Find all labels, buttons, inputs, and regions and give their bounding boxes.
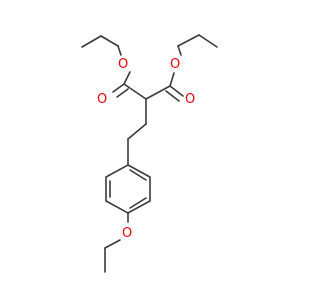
bond-right-ethyl-ch2 — [177, 34, 200, 47]
bond-left-ester-c — [123, 83, 147, 100]
bond-right-carbonyl-b — [165, 90, 180, 102]
bond-o-ch2 — [104, 239, 121, 249]
atom-o-ester-left: O — [118, 57, 128, 72]
molecule-diagram: O O O O O — [81, 34, 218, 273]
bond-left-ch2-o — [117, 45, 122, 56]
ring-double-1 — [129, 169, 147, 181]
bond-chain-2 — [127, 123, 147, 140]
bond-right-ester-c — [145, 85, 171, 100]
bond-left-o-c — [123, 71, 131, 85]
atom-o-carbonyl-left: O — [97, 92, 107, 107]
bond-left-carbonyl-b — [116, 88, 129, 98]
bond-right-o-ch2 — [177, 45, 182, 56]
bond-left-ethyl-ch2 — [100, 35, 119, 47]
bond-right-c-o — [169, 72, 175, 87]
atom-o-ester-right: O — [170, 57, 180, 72]
bond-left-carbonyl-a — [112, 83, 125, 93]
atom-o-ether: O — [122, 226, 132, 241]
benzene-ring — [105, 164, 151, 214]
bond-right-carbonyl-a — [169, 85, 184, 97]
bond-right-ethyl-ch3 — [198, 34, 218, 48]
structure-canvas: O O O O O — [81, 34, 218, 273]
ring-double-2 — [129, 197, 147, 209]
atom-o-carbonyl-right: O — [185, 92, 195, 107]
bond-left-ethyl-ch3 — [81, 35, 102, 48]
